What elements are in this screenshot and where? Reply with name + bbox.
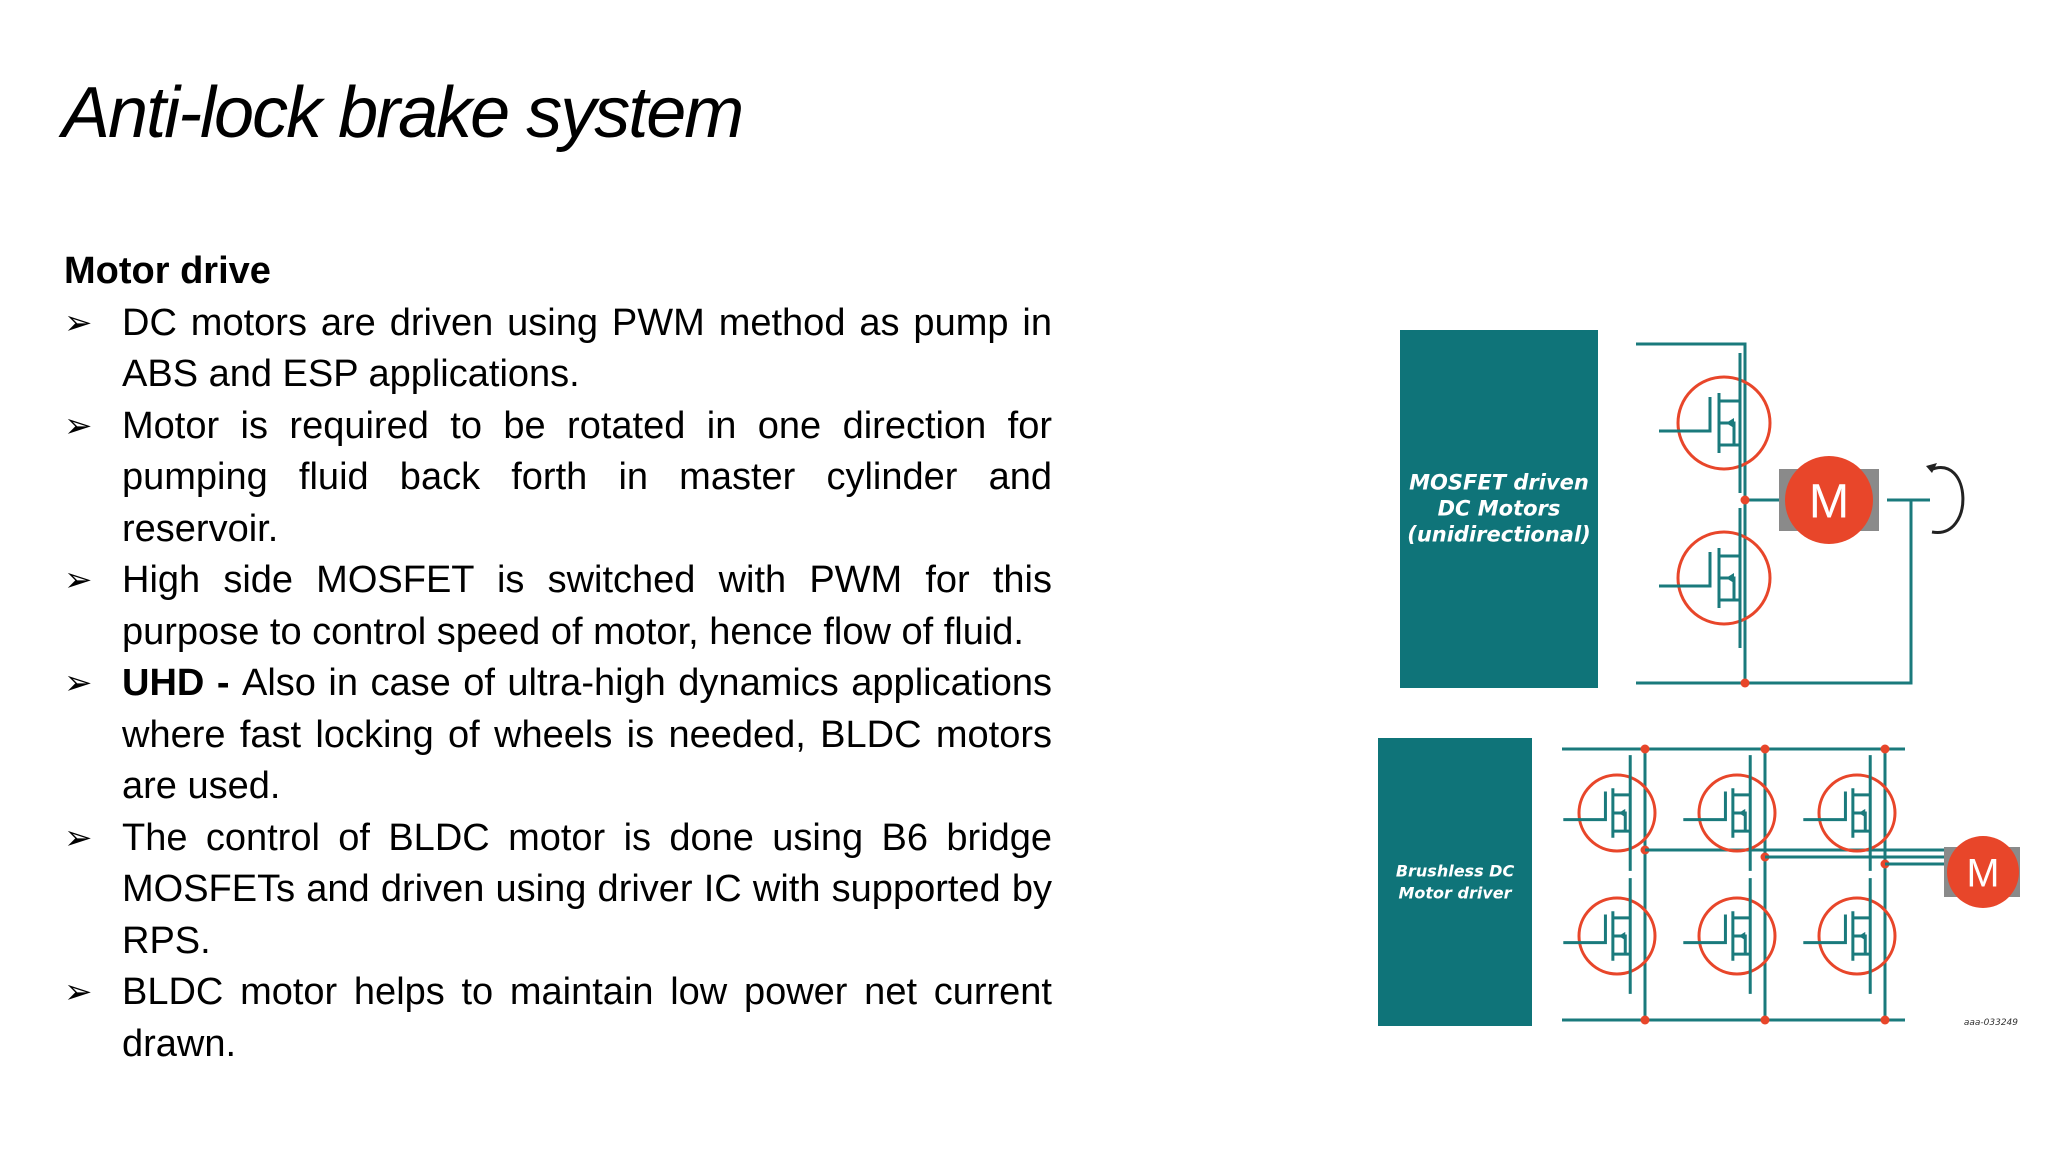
junction-dot bbox=[1740, 495, 1750, 505]
arrowhead-bullet-icon: ➢ bbox=[64, 818, 93, 857]
mosfet-arrow bbox=[1726, 573, 1734, 583]
circuit-wire bbox=[1636, 498, 1913, 685]
motor-label: M bbox=[1967, 851, 2000, 895]
section-heading: Motor drive bbox=[64, 250, 271, 292]
bullet-item: ➢ Motor is required to be rotated in one … bbox=[64, 401, 1052, 556]
mosfet-icon bbox=[1676, 375, 1772, 471]
bullet-list: ➢ DC motors are driven using PWM method a… bbox=[64, 298, 1052, 1071]
bldc-driver-box bbox=[1378, 738, 1532, 1026]
slide-content: Motor drive ➢ DC motors are driven using … bbox=[64, 246, 1052, 1070]
bullet-item: ➢ UHD - Also in case of ultra-high dynami… bbox=[64, 658, 1052, 813]
mosfet-icon bbox=[1577, 773, 1657, 853]
arrowhead-bullet-icon: ➢ bbox=[64, 664, 93, 702]
mosfet-icon bbox=[1697, 773, 1777, 853]
junction-dot bbox=[1880, 1015, 1890, 1025]
slide-title: Anti-lock brake system bbox=[62, 73, 744, 153]
driver-box-label: Brushless DC bbox=[1396, 862, 1515, 881]
junction-dot bbox=[1880, 744, 1890, 754]
mosfet-symbol bbox=[1683, 755, 1752, 871]
mosfet-icon bbox=[1577, 896, 1657, 976]
driver-box-label: MOSFET driven bbox=[1409, 470, 1589, 494]
mosfet-arrow bbox=[1618, 931, 1626, 941]
mosfet-icon bbox=[1817, 896, 1897, 976]
bullet-bold-text: UHD - bbox=[122, 662, 242, 704]
mosfet-arrow bbox=[1726, 418, 1734, 428]
bullet-item: ➢ DC motors are driven using PWM method a… bbox=[64, 298, 1052, 401]
mosfet-arrow bbox=[1858, 808, 1866, 818]
mosfet-icon bbox=[1697, 896, 1777, 976]
junction-dot bbox=[1640, 1015, 1650, 1025]
driver-box-label: (unidirectional) bbox=[1407, 522, 1591, 546]
arrowhead-bullet-icon: ➢ bbox=[64, 973, 93, 1011]
mosfet-arrow bbox=[1618, 808, 1626, 818]
mosfet-symbol bbox=[1659, 353, 1742, 493]
bullet-text: The control of BLDC motor is done using … bbox=[122, 816, 1052, 962]
mosfet-icon bbox=[1676, 530, 1772, 626]
bullet-text: Also in case of ultra-high dynamics appl… bbox=[122, 662, 1052, 807]
arrowhead-bullet-icon: ➢ bbox=[64, 303, 93, 342]
driver-box-label: Motor driver bbox=[1398, 884, 1512, 903]
driver-box-label: DC Motors bbox=[1438, 496, 1561, 520]
dc-driver-box bbox=[1400, 330, 1598, 688]
bullet-text: DC motors are driven using PWM method as… bbox=[122, 301, 1052, 396]
arrowhead-bullet-icon: ➢ bbox=[64, 561, 93, 599]
motor-icon bbox=[1785, 456, 1873, 544]
mosfet-arrow bbox=[1738, 808, 1746, 818]
rotation-arrow-icon bbox=[1929, 466, 1965, 534]
mosfet-symbol bbox=[1659, 508, 1742, 648]
junction-dot bbox=[1640, 744, 1650, 754]
circuit-wire bbox=[1636, 342, 1747, 682]
mosfet-arrow bbox=[1858, 931, 1866, 941]
mosfet-symbol bbox=[1563, 755, 1632, 871]
bullet-text: Motor is required to be rotated in one d… bbox=[122, 404, 1052, 550]
arrowhead-bullet-icon: ➢ bbox=[64, 406, 93, 445]
figure-code-label: aaa-033249 bbox=[1964, 1018, 2018, 1028]
junction-dot bbox=[1740, 678, 1750, 688]
junction-dot bbox=[1760, 1015, 1770, 1025]
motor-label: M bbox=[1809, 475, 1849, 529]
mosfet-symbol bbox=[1563, 878, 1632, 994]
rotation-arrowhead-icon bbox=[1926, 463, 1937, 473]
bullet-text: BLDC motor helps to maintain low power n… bbox=[122, 971, 1052, 1065]
mosfet-symbol bbox=[1683, 878, 1752, 994]
bullet-text: High side MOSFET is switched with PWM fo… bbox=[122, 559, 1052, 653]
motor-icon bbox=[1947, 836, 2019, 908]
junction-dot bbox=[1760, 744, 1770, 754]
bullet-item: ➢ BLDC motor helps to maintain low power … bbox=[64, 967, 1052, 1070]
mosfet-arrow bbox=[1738, 931, 1746, 941]
bullet-item: ➢ The control of BLDC motor is done using… bbox=[64, 813, 1052, 968]
mosfet-symbol bbox=[1803, 878, 1872, 994]
mosfet-icon bbox=[1817, 773, 1897, 853]
mosfet-symbol bbox=[1803, 755, 1872, 871]
bullet-item: ➢ High side MOSFET is switched with PWM f… bbox=[64, 555, 1052, 658]
